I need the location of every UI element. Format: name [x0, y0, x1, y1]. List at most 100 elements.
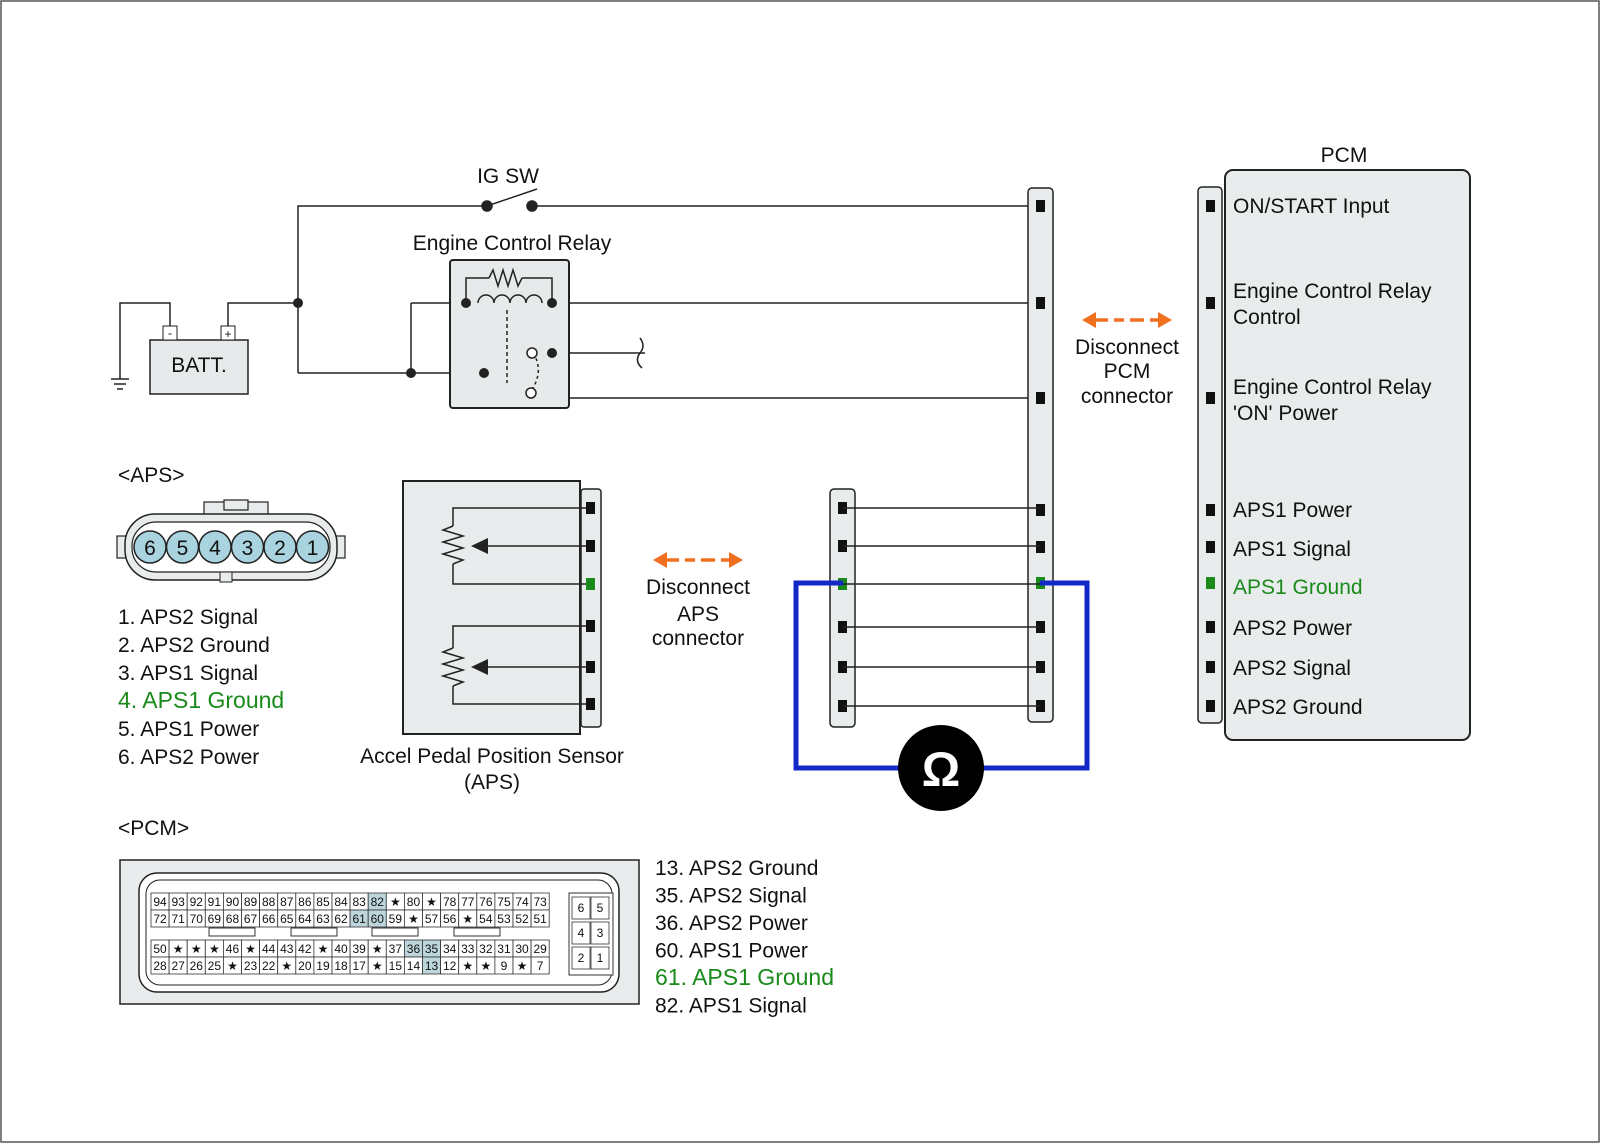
harness-pin	[1036, 621, 1045, 633]
small-block-cell	[590, 946, 610, 970]
disconnect-pcm-line1: Disconnect	[1075, 336, 1179, 359]
engine-control-relay-label: Engine Control Relay	[413, 232, 612, 255]
pcm-pin-label: 57	[425, 912, 439, 926]
aps-pin-number: 4	[209, 537, 221, 560]
aps-harness-pin	[838, 540, 847, 552]
disconnect-aps-line1: Disconnect	[646, 576, 750, 599]
pcm-pin-label: 86	[298, 895, 312, 909]
pcm-pin-label: ★	[191, 942, 202, 956]
small-block-label: 3	[597, 926, 604, 940]
pcm-pin-label: 53	[497, 912, 511, 926]
aps-pin-number: 3	[242, 537, 254, 560]
aps-sensor-pin	[586, 661, 595, 673]
ig-sw-label: IG SW	[477, 165, 539, 188]
pcm-pin-label: 37	[389, 942, 403, 956]
pcm-pin-label: 31	[497, 942, 511, 956]
ohm-symbol: Ω	[922, 744, 960, 797]
small-block-label: 5	[597, 901, 604, 915]
pcm-pin	[1206, 661, 1215, 673]
pcm-pin-label: 68	[226, 912, 240, 926]
pcm-terminal-label: APS2 Ground	[1233, 696, 1363, 719]
pcm-pin-label: 40	[334, 942, 348, 956]
pcm-pin	[1206, 200, 1215, 212]
pcm-pin-label: 59	[389, 912, 403, 926]
small-block-label: 2	[578, 951, 585, 965]
harness-pin	[1036, 297, 1045, 309]
pcm-pin-label: 84	[334, 895, 348, 909]
pcm-pin-label: 85	[316, 895, 330, 909]
pcm-pin-label: 92	[190, 895, 204, 909]
pcm-connector-keys	[208, 927, 501, 937]
pcm-pin-label: 43	[280, 942, 294, 956]
pcm-pin-label: ★	[245, 942, 256, 956]
pcm-pin-label: 73	[533, 895, 547, 909]
pcm-pin-label: 83	[352, 895, 366, 909]
pcm-pin-label: 39	[352, 942, 366, 956]
pcm-pin-label: 91	[208, 895, 222, 909]
harness-pin	[1036, 541, 1045, 553]
small-block-cell	[571, 921, 591, 945]
pcm-terminal-label-line2: 'ON' Power	[1233, 402, 1338, 425]
small-block-label: 1	[597, 951, 604, 965]
disconnect-pcm-line2: PCM	[1104, 360, 1151, 383]
pcm-pin-label: 88	[262, 895, 276, 909]
aps-pin-number: 6	[144, 537, 156, 560]
pcm-pin	[1206, 541, 1215, 553]
aps-sensor-pin	[586, 620, 595, 632]
small-block-cell	[590, 896, 610, 920]
aps-pin-number: 2	[274, 537, 286, 560]
pcm-pin-label: 42	[298, 942, 312, 956]
pcm-pin	[1206, 621, 1215, 633]
pcm-pin-label: 15	[389, 959, 403, 973]
pcm-terminal-label: APS2 Signal	[1233, 657, 1351, 680]
aps-pinout-item: 3. APS1 Signal	[118, 662, 258, 685]
battery-minus-label: -	[168, 326, 172, 340]
pcm-pin-label: ★	[462, 912, 473, 926]
meter-lead-right	[980, 580, 1090, 771]
pcm-pinout-item: 35. APS2 Signal	[655, 885, 807, 908]
battery-label: BATT.	[171, 354, 227, 377]
battery: - + BATT.	[149, 325, 249, 395]
pcm-pin-label: 56	[443, 912, 457, 926]
small-block-cell	[590, 921, 610, 945]
pcm-pin-label: ★	[462, 959, 473, 973]
aps-sensor-abbr: (APS)	[464, 771, 520, 794]
pcm-pin-label: 52	[515, 912, 529, 926]
arrow-head-left	[653, 552, 667, 568]
pcm-pin-label: ★	[372, 959, 383, 973]
pcm-pin-label: ★	[281, 959, 292, 973]
pcm-pin-label: 51	[533, 912, 547, 926]
aps-sensor-pin	[586, 578, 595, 590]
pcm-pin-label: 72	[153, 912, 167, 926]
aps-sensor-connector	[580, 488, 602, 728]
pcm-pin-label: 63	[316, 912, 330, 926]
pcm-pin-label: ★	[209, 942, 220, 956]
pcm-pin-label: ★	[390, 895, 401, 909]
pcm-pinout-item: 60. APS1 Power	[655, 940, 808, 963]
aps-potentiometers	[440, 507, 590, 705]
pcm-pin-label: 54	[479, 912, 493, 926]
aps-harness-pin	[838, 621, 847, 633]
pcm-pin-label: 80	[407, 895, 421, 909]
pcm-pin-label: 67	[244, 912, 258, 926]
pcm-pin-label: ★	[227, 959, 238, 973]
aps-pinout-item: 5. APS1 Power	[118, 718, 259, 741]
pcm-pin-label: 60	[371, 912, 385, 926]
pcm-key	[290, 927, 338, 937]
pcm-terminal-label: APS1 Power	[1233, 499, 1352, 522]
pcm-pinout-item: 61. APS1 Ground	[655, 964, 834, 990]
battery-plus-label: +	[224, 327, 231, 341]
pcm-pin-label: 9	[501, 959, 508, 973]
aps-sensor-pin	[586, 698, 595, 710]
pcm-pin-label: ★	[372, 942, 383, 956]
pcm-pin-label: 65	[280, 912, 294, 926]
pcm-pin-label: 28	[153, 959, 167, 973]
pcm-pin-label: 17	[352, 959, 366, 973]
pcm-pin-label: 27	[171, 959, 185, 973]
pcm-box	[1224, 169, 1471, 741]
pcm-pin-label: ★	[318, 942, 329, 956]
